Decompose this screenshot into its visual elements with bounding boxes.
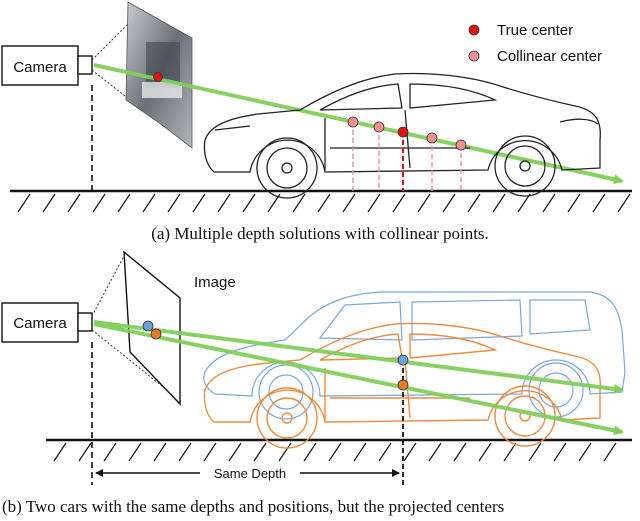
ground-b [46,438,632,462]
legend-collinear-center-label: Collinear center [497,48,602,65]
camera-label: Camera [13,315,67,332]
ray-orange [93,322,624,436]
blue-center-point [397,354,409,366]
legend-a: True center Collinear center [468,22,602,65]
collinear-point [455,139,467,151]
ground-a [10,189,632,213]
collinear-point [347,116,359,128]
true-center-point [397,126,409,138]
camera-label: Camera [13,59,67,76]
center-points-a [153,72,467,151]
collinear-point [426,132,438,144]
car-blue [203,291,626,420]
blue-center-projection [142,320,154,332]
caption-a: (a) Multiple depth solutions with collin… [151,224,489,243]
caption-b: (b) Two cars with the same depths and po… [2,497,505,516]
legend-collinear-center-marker [468,50,480,62]
panel-a: Camera [1,1,632,213]
ray-blue [93,320,624,394]
true-center-projection [153,72,163,82]
image-label: Image [194,274,236,291]
camera-a: Camera [1,45,93,191]
collinear-point [373,121,385,133]
same-depth-label: Same Depth [214,466,286,481]
orange-center-projection [150,328,162,340]
car-a [203,72,601,199]
camera-b: Camera [1,302,93,485]
legend-true-center-label: True center [497,22,573,39]
same-depth-annotation: Same Depth [95,465,400,481]
drop-lines-a [352,122,462,191]
frustum-a [91,23,159,123]
orange-center-point [397,379,409,391]
legend-true-center-marker [468,24,480,36]
panel-b: Camera Image [1,250,632,485]
